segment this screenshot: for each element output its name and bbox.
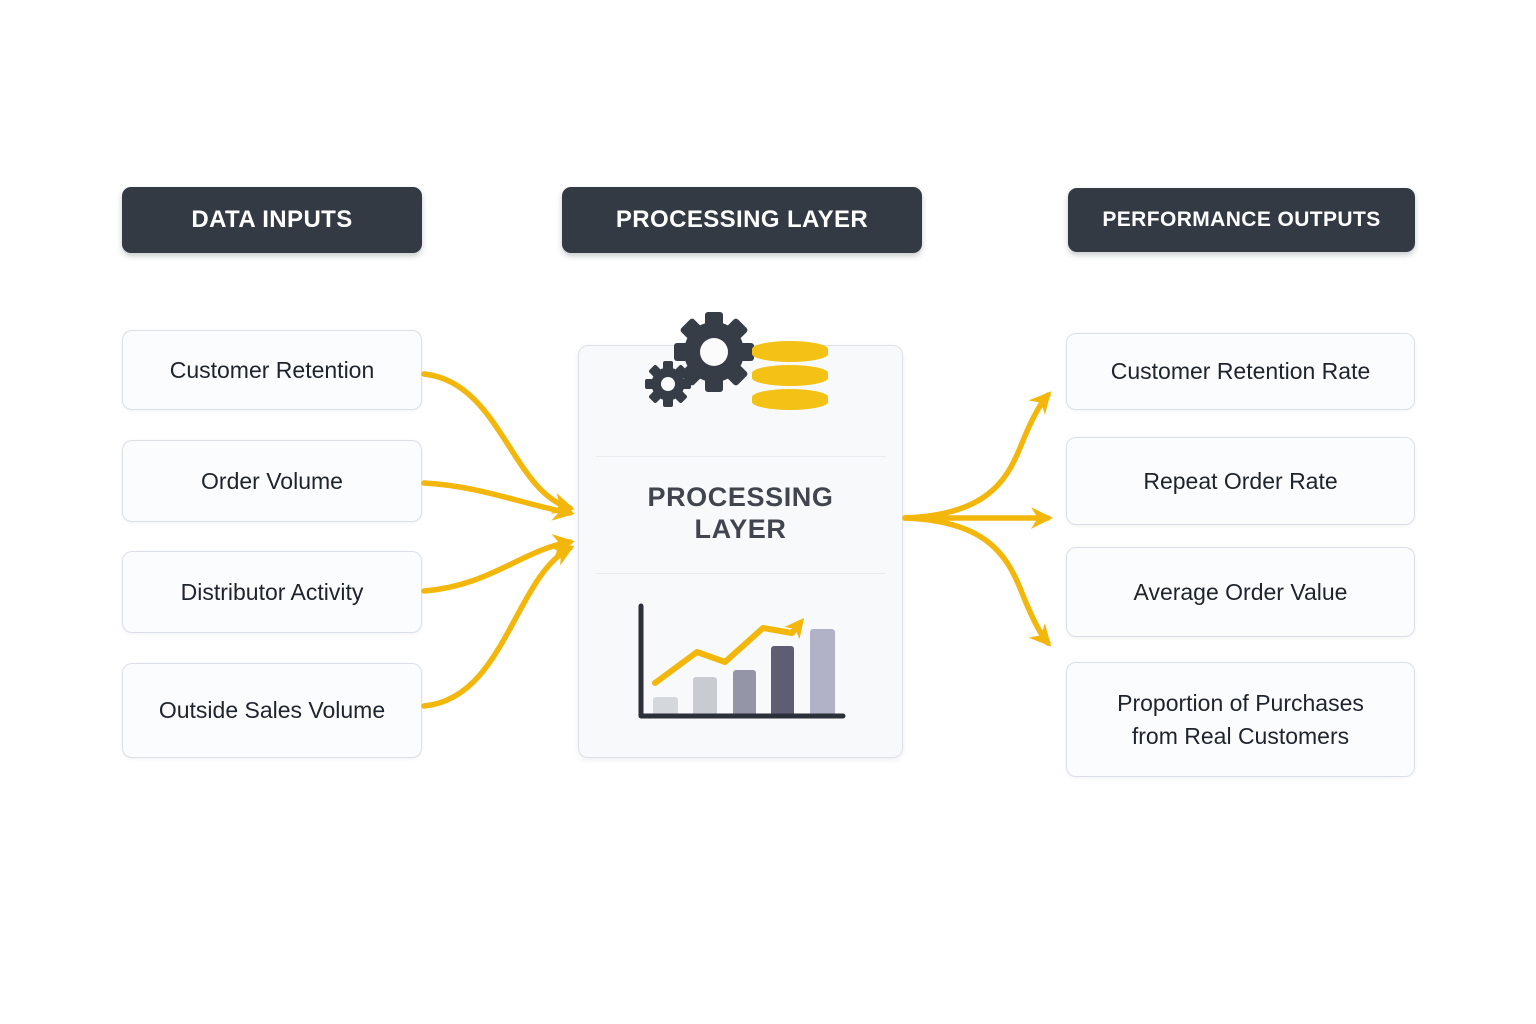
chart-bar-5 <box>810 629 835 716</box>
chart-bar-4 <box>771 646 794 716</box>
growth-chart-icon <box>638 603 846 719</box>
column-header-performance-outputs: PERFORMANCE OUTPUTS <box>1068 188 1415 252</box>
panel-divider-bottom <box>596 573 886 574</box>
arrow-processing-to-output-1 <box>902 391 1052 521</box>
chart-trend-line <box>652 617 805 686</box>
input-card-outside-sales-volume: Outside Sales Volume <box>122 663 422 758</box>
arrow-input-4-to-processing <box>421 545 575 709</box>
database-icon <box>752 341 828 410</box>
processing-panel-title: PROCESSING LAYER <box>647 482 834 545</box>
column-header-data-inputs: DATA INPUTS <box>122 187 422 253</box>
small-gear-icon <box>645 361 691 407</box>
arrow-processing-to-output-4 <box>902 515 1052 647</box>
processing-icons <box>645 312 828 410</box>
output-card-average-order-value: Average Order Value <box>1066 547 1415 637</box>
arrow-input-3-to-processing <box>421 534 575 594</box>
input-card-order-volume: Order Volume <box>122 440 422 522</box>
input-card-customer-retention: Customer Retention <box>122 330 422 410</box>
panel-divider-top <box>596 456 886 457</box>
chart-bar-3 <box>733 670 756 716</box>
output-card-proportion-real-customers: Proportion of Purchases from Real Custom… <box>1066 662 1415 777</box>
processing-panel: PROCESSING LAYER <box>578 345 903 758</box>
output-card-repeat-order-rate: Repeat Order Rate <box>1066 437 1415 525</box>
chart-bar-1 <box>653 697 678 716</box>
arrow-input-1-to-processing <box>421 371 575 514</box>
arrow-input-2-to-processing <box>421 480 575 521</box>
output-card-customer-retention-rate: Customer Retention Rate <box>1066 333 1415 410</box>
column-header-processing-layer: PROCESSING LAYER <box>562 187 922 253</box>
input-card-distributor-activity: Distributor Activity <box>122 551 422 633</box>
gear-icon <box>674 312 754 392</box>
chart-axes <box>638 603 846 719</box>
chart-bar-2 <box>693 677 717 716</box>
